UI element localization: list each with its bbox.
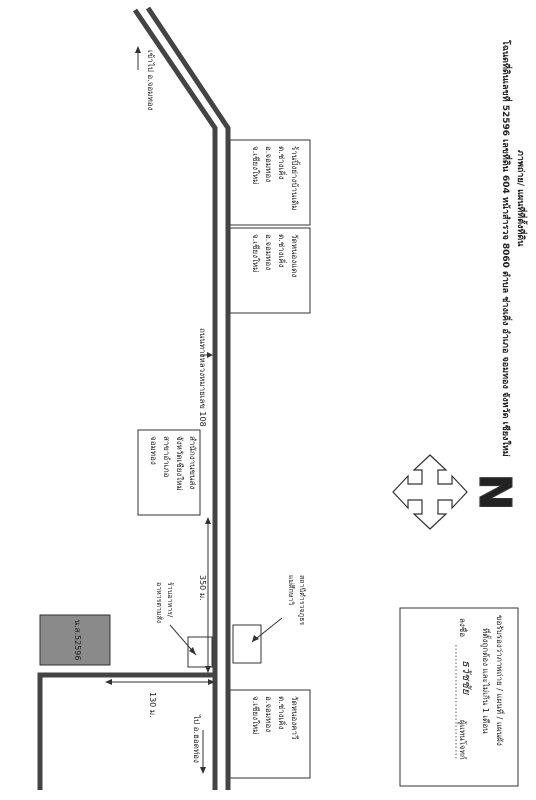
place-office-line4: จอมทอง (149, 436, 158, 465)
certification-signature-suffix: ผู้แทนโจทก์ (457, 720, 468, 760)
place-office-line1: สำนักงานขนส่ง (188, 436, 197, 489)
place-temple-top-line3: อ.จอมทอง (264, 234, 273, 270)
place-restaurant-top-line1: ร้านปิ้งย่างบ้านเดิม (290, 146, 301, 211)
place-police-line2: แม่ศึกษาวิ (287, 575, 296, 605)
place-temple-top-line1: วัดหนองแดง (290, 234, 299, 277)
place-box-transport-office (137, 429, 201, 516)
place-box-restaurant-top (229, 139, 311, 226)
place-restaurant-top-line4: จ.เชียงใหม่ (251, 146, 260, 184)
highway-label-arrowhead (207, 352, 213, 358)
map-subtitle: โฉนดที่ดินเลขที่ 52596 เลขที่ดิน 604 หน้… (500, 39, 513, 457)
place-temple-bottom-line3: อ.จอมทอง (264, 696, 273, 732)
place-box-temple-bottom (229, 689, 311, 779)
place-office-line2: จังหวัดเชียงใหม่ (175, 436, 184, 491)
place-box-restaurant-junction (187, 636, 213, 668)
certification-line1: ขอรับรองว่าภาพถ่าย / แผนที่ / แผนผัง (495, 615, 506, 746)
direction-to-north-label: เข้าไป อ.จอมทอง (146, 50, 155, 111)
north-arrow-label: N (469, 474, 520, 511)
distance-130-arrowhead-left (105, 679, 112, 685)
certification-line2: ที่ตั้งถูกต้อง และไม่เกิน 1 เดือน (480, 628, 492, 734)
place-box-temple-top (229, 227, 311, 314)
place-office-line3: สาขาอำเภอ (162, 436, 171, 478)
direction-to-north-arrowhead (135, 46, 141, 53)
compass-arrow-icon (392, 454, 468, 530)
distance-130-arrowhead-right (208, 679, 215, 685)
certification-signature-prefix: ลงชื่อ (458, 618, 469, 637)
place-temple-bottom-line4: จ.เชียงใหม่ (251, 696, 260, 734)
parcel-plot[interactable] (39, 614, 111, 666)
highway-label: ถนนทางหลวงหมายเลข 108 (198, 328, 207, 427)
place-temple-top-line4: จ.เชียงใหม่ (251, 234, 260, 272)
place-temple-bottom-line1: วัดหนองคาวี (290, 696, 299, 739)
distance-350-arrowhead-top (205, 517, 211, 524)
map-title: ภาพถ่าย/ แผนที่ที่ตั้งที่ดิน (515, 150, 528, 247)
place-temple-bottom-line2: ต.ช่างเคิ่ง (277, 696, 288, 730)
certification-signature: ธวัชชัย (460, 660, 473, 696)
certification-box (399, 607, 519, 787)
place-box-police (232, 624, 262, 664)
place-police-line1: สถานีตำรวจภูธร (298, 575, 306, 625)
distance-350-arrowhead-bottom (205, 666, 211, 673)
place-restaurant-top-line3: อ.จอมทอง (264, 146, 273, 182)
direction-to-south-arrowhead (200, 767, 206, 774)
place-restaurant-top-line2: ต.ช่างเคิ่ง (277, 146, 288, 180)
highway-road (132, 6, 231, 790)
restaurant-pointer-arrowhead (189, 647, 196, 655)
direction-to-south-label: ไป อ.ฮอดท่อง (192, 714, 201, 763)
place-restaurant-junction-line1: ร้านอาหาร/ (166, 582, 174, 618)
distance-350-label: 350 ม. (198, 575, 207, 601)
place-restaurant-junction-line2: อาหารตามสั่ง (155, 582, 164, 623)
place-temple-top-line2: ต.ช่างเคิ่ง (277, 234, 288, 268)
side-road (37, 672, 215, 790)
distance-130-label: 130 ม. (148, 692, 157, 718)
parcel-label: น.ส.52596 (73, 620, 82, 661)
police-pointer-arrowhead (252, 635, 259, 642)
